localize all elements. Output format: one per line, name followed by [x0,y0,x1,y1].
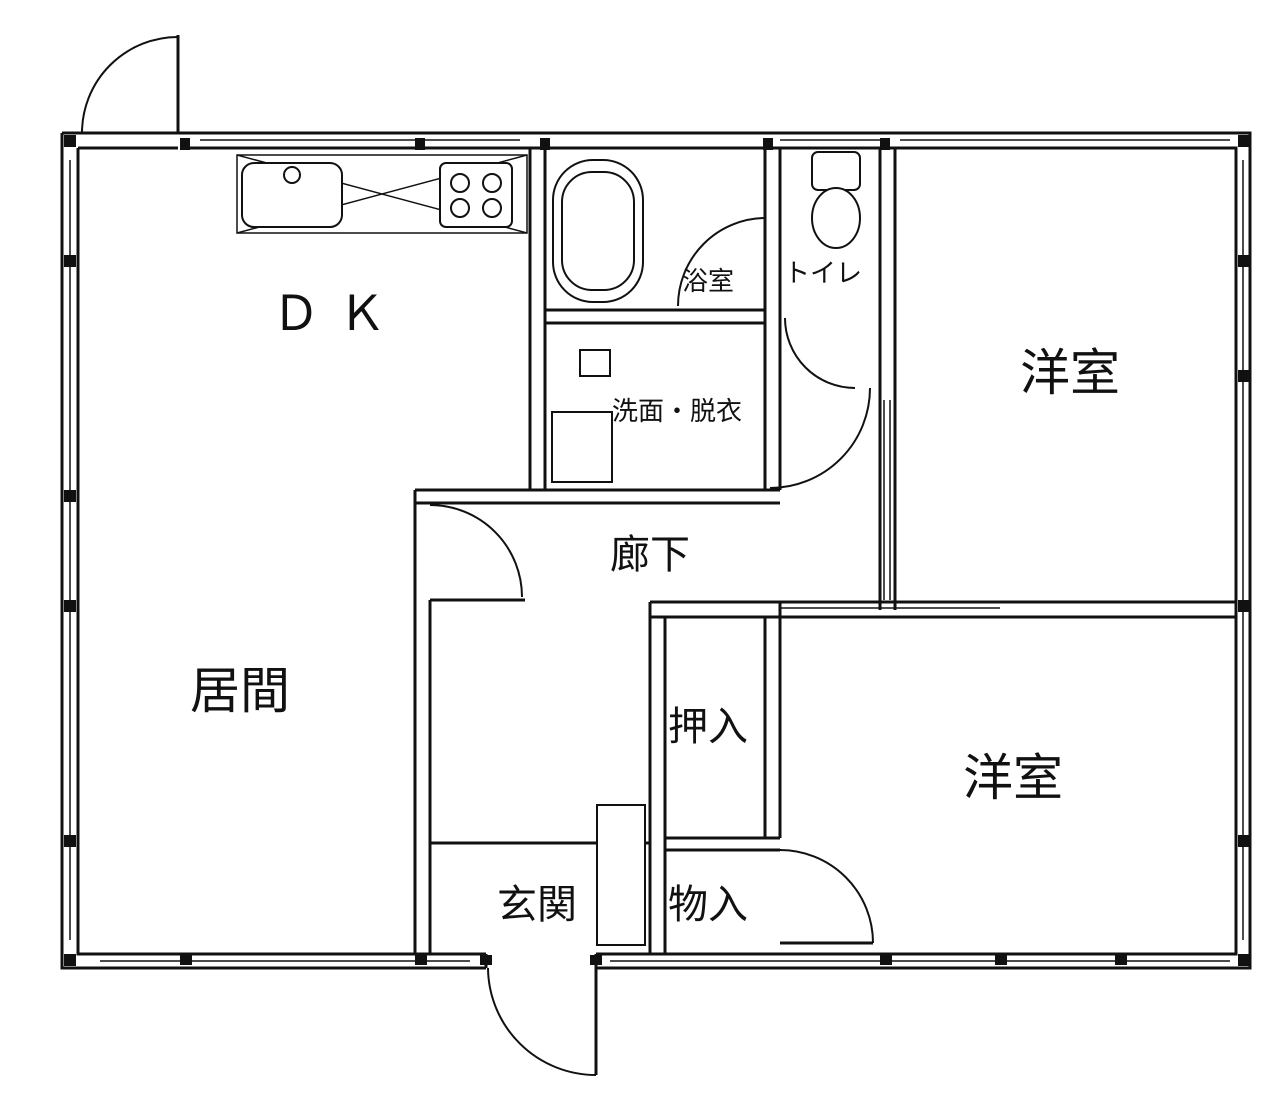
exterior-walls [60,131,1252,970]
stove [439,162,513,228]
room-label-western-room-2: 洋室 [963,749,1063,807]
toilet-fixture [811,151,861,249]
sink [241,162,343,228]
columns [64,135,1250,966]
bathtub [552,159,644,303]
room-label-hallway: 廊下 [610,532,690,578]
doors [81,35,874,1076]
room-label-entrance: 玄関 [497,882,577,928]
sliding-door-tracks [780,400,1000,609]
room-label-western-room-1: 洋室 [1020,344,1120,402]
room-label-living: 居間 [190,662,290,720]
washbasin [551,349,613,483]
room-label-washroom: 洗面・脱衣 [612,397,742,427]
room-label-dk: ＤＫ [272,286,404,342]
room-label-toilet: トイレ [784,259,862,289]
shoe-cabinet [596,804,646,946]
room-label-bathroom: 浴室 [682,267,734,297]
room-label-closet: 押入 [668,704,748,750]
interior-walls [413,148,1236,954]
room-label-storage: 物入 [668,882,748,928]
